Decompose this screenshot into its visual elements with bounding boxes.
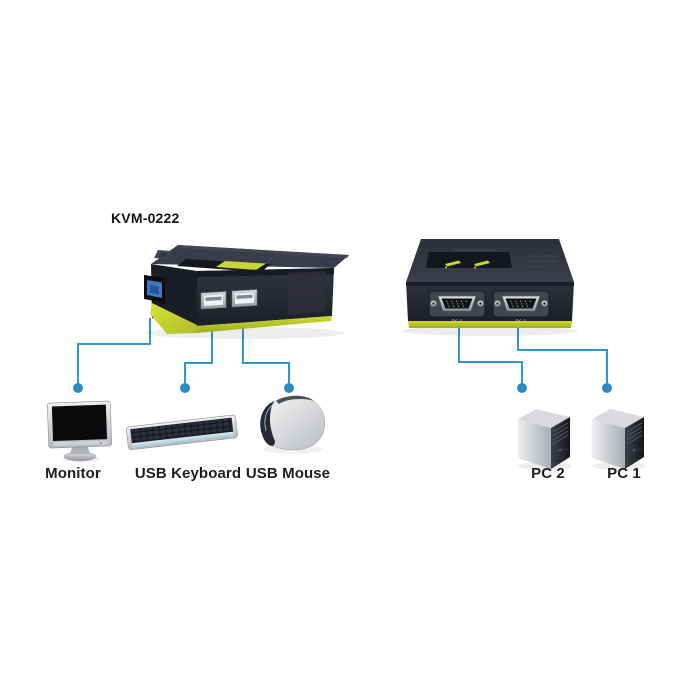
product-title: KVM-0222 xyxy=(111,210,180,226)
cable-usb-keyboard xyxy=(184,308,213,383)
cable-dot-monitor xyxy=(73,383,83,393)
tower-top-face xyxy=(518,409,570,428)
pc-tower-icon-pc2 xyxy=(517,409,572,470)
green-indicator-1 xyxy=(445,260,461,267)
tower-drive-bays xyxy=(552,422,569,445)
green-selector-switch xyxy=(216,261,266,270)
usb-port-2 xyxy=(231,289,258,308)
rear-top-groove xyxy=(426,252,512,268)
vga-port-pc2: PC 2 xyxy=(428,290,486,324)
keyboard-icon xyxy=(126,414,238,451)
cable-pc2 xyxy=(458,316,523,383)
embossed-print xyxy=(453,248,497,251)
label-usb-mouse: USB Mouse xyxy=(245,465,331,482)
mouse-accent-line xyxy=(264,402,276,432)
pc-tower-icon-pc1 xyxy=(591,409,646,470)
kvm-switch-front-icon xyxy=(144,245,349,339)
kvm-switch-rear-icon: PC 2 PC 1 xyxy=(402,239,578,336)
cable-dot-mouse xyxy=(284,383,294,393)
cable-dot-pc2 xyxy=(517,383,527,393)
label-pc1: PC 1 xyxy=(607,465,641,482)
green-base-wedge xyxy=(150,303,197,334)
label-usb-keyboard: USB Keyboard xyxy=(134,465,242,482)
vga-port-pc1: PC 1 xyxy=(492,290,550,324)
keyboard-front-edge xyxy=(131,431,234,448)
cable-usb-mouse xyxy=(242,306,290,383)
cable-monitor xyxy=(77,318,151,383)
tower-side-panel xyxy=(518,419,551,469)
cable-dot-pc1 xyxy=(602,383,612,393)
usb-port-1 xyxy=(200,291,227,310)
label-monitor: Monitor xyxy=(45,465,101,482)
rear-green-base-strip xyxy=(408,321,572,328)
green-indicator-2 xyxy=(474,260,490,267)
green-base-strip xyxy=(197,316,332,333)
mouse-side-grip xyxy=(260,401,275,446)
tower-drive-bays xyxy=(626,422,643,445)
connector-cables xyxy=(77,306,608,383)
cable-endpoint-dots xyxy=(73,383,612,393)
console-vga-port xyxy=(144,275,165,303)
monitor-icon xyxy=(47,400,112,463)
tower-top-face xyxy=(592,409,644,428)
monitor-power-button xyxy=(99,441,102,444)
label-pc2: PC 2 xyxy=(531,465,565,482)
mouse-icon xyxy=(260,395,325,454)
cable-dot-keyboard xyxy=(180,383,190,393)
embossed-logo-grid xyxy=(529,255,557,268)
tower-side-panel xyxy=(592,419,625,469)
cable-pc1 xyxy=(517,316,608,383)
monitor-screen xyxy=(51,404,108,441)
